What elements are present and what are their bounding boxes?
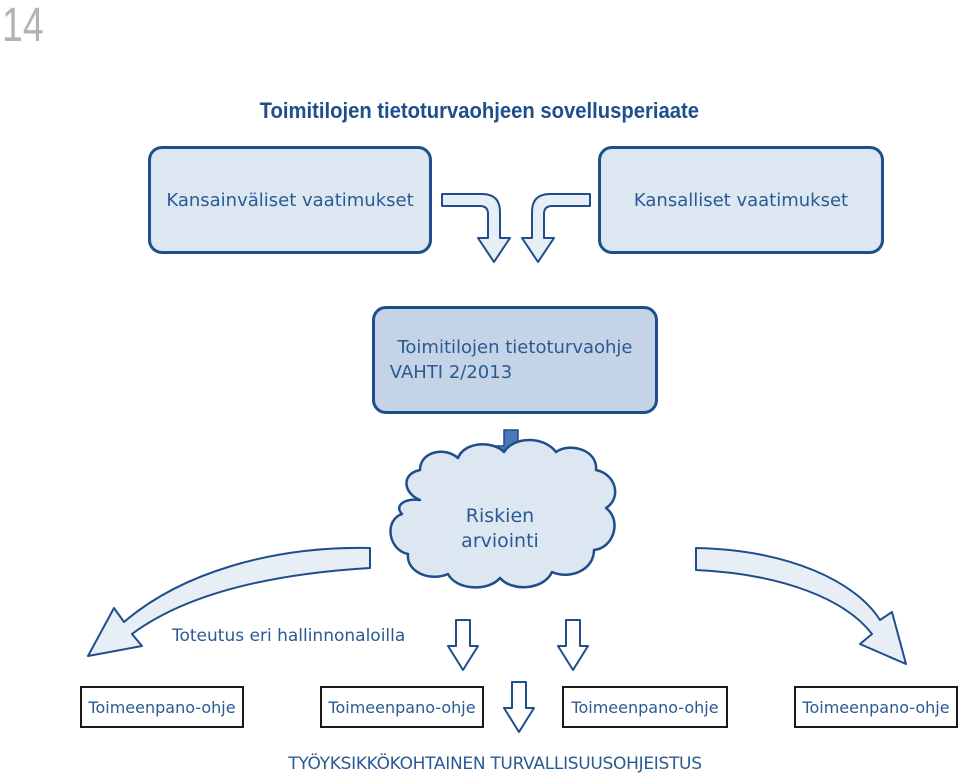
implementation-label: Toteutus eri hallinnonaloilla	[172, 626, 406, 646]
footer-caption: TYÖYKSIKKÖKOHTAINEN TURVALLISUUSOHJEISTU…	[288, 754, 702, 774]
national-requirements-label: Kansalliset vaatimukset	[633, 189, 849, 211]
international-requirements-box: Kansainväliset vaatimukset	[148, 146, 432, 254]
instruction-box-1: Toimeenpano-ohje	[80, 686, 244, 728]
diagram-title: Toimitilojen tietoturvaohjeen sovelluspe…	[259, 98, 700, 123]
international-requirements-label: Kansainväliset vaatimukset	[166, 189, 414, 211]
security-guide-code: VAHTI 2/2013	[389, 362, 513, 383]
national-requirements-box: Kansalliset vaatimukset	[598, 146, 884, 254]
bent-arrow-right	[521, 193, 591, 263]
hollow-down-arrow-2	[557, 619, 589, 671]
risk-assessment-label: Riskien arviointi	[400, 504, 600, 554]
hollow-down-arrow-3	[503, 681, 535, 733]
instruction-box-4: Toimeenpano-ohje	[794, 686, 958, 728]
curved-arrow-right	[695, 547, 907, 665]
bent-arrow-left	[441, 193, 511, 263]
instruction-box-2: Toimeenpano-ohje	[320, 686, 484, 728]
page-number: 14	[2, 0, 44, 52]
hollow-down-arrow-1	[447, 619, 479, 671]
risk-assessment-line1: Riskien	[465, 505, 535, 527]
risk-assessment-line2: arviointi	[461, 530, 539, 552]
risk-cloud-shape	[389, 438, 617, 589]
instruction-box-3: Toimeenpano-ohje	[562, 686, 728, 728]
security-guide-title: Toimitilojen tietoturvaohje	[397, 337, 633, 358]
security-guide-box: Toimitilojen tietoturvaohje VAHTI 2/2013	[372, 306, 658, 414]
curved-arrow-left	[87, 546, 371, 657]
